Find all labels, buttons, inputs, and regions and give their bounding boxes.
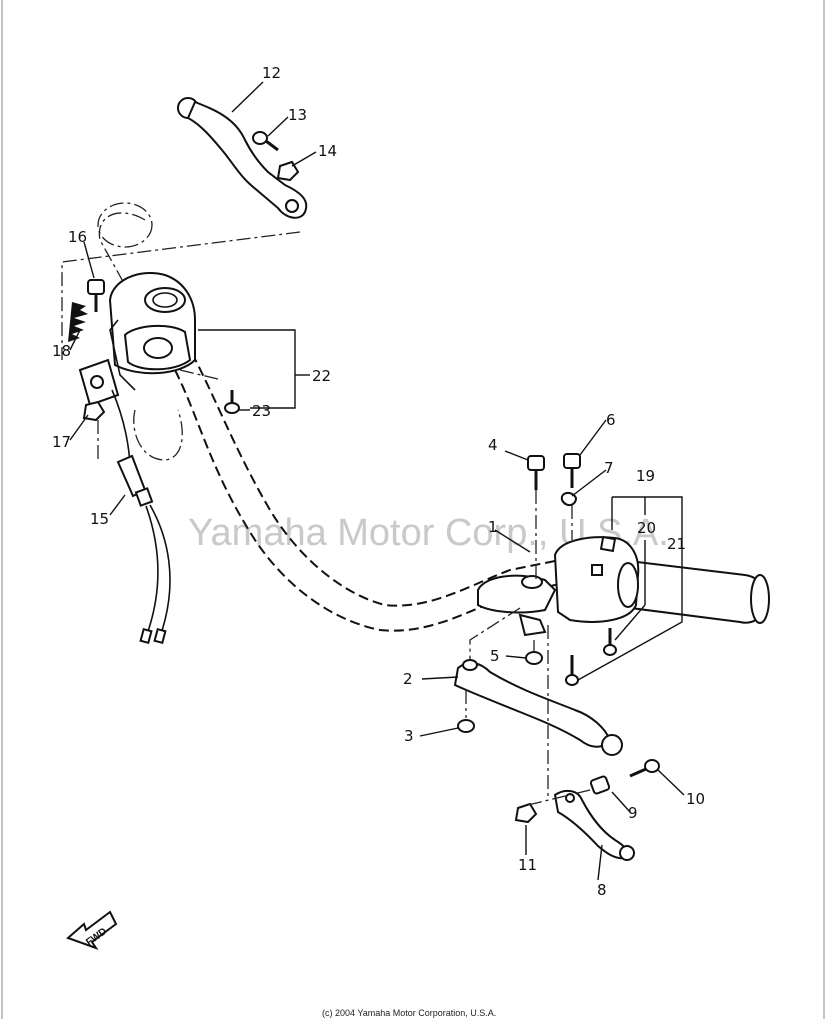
callout-6: 6 <box>606 411 616 429</box>
collar-9 <box>589 775 611 795</box>
left-switch-assembly <box>78 272 196 471</box>
callout-labels: 12 13 14 16 18 17 15 22 23 4 6 7 19 20 2… <box>52 64 705 899</box>
callout-16: 16 <box>68 228 87 246</box>
callout-5: 5 <box>490 647 500 665</box>
clutch-switch-15 <box>116 454 171 645</box>
callout-13: 13 <box>288 106 307 124</box>
washer-3 <box>457 719 475 733</box>
screw-23 <box>224 390 240 414</box>
callout-17: 17 <box>52 433 71 451</box>
callout-18: 18 <box>52 342 71 360</box>
callout-14: 14 <box>318 142 337 160</box>
callout-19: 19 <box>636 467 655 485</box>
lever-holder-1 <box>477 574 557 637</box>
lever-8 <box>553 789 635 861</box>
callout-8: 8 <box>597 881 607 899</box>
lever-2 <box>453 659 623 756</box>
callout-20: 20 <box>637 519 656 537</box>
right-switch-assembly <box>553 535 640 623</box>
callout-3: 3 <box>404 727 414 745</box>
callout-7: 7 <box>604 459 614 477</box>
callout-12: 12 <box>262 64 281 82</box>
lever-12 <box>177 97 308 219</box>
bracket-lines <box>198 329 683 681</box>
assembly-lines <box>61 231 591 806</box>
collar-5 <box>525 651 543 665</box>
right-grip <box>613 558 770 624</box>
callout-2: 2 <box>403 670 413 688</box>
leader-lines <box>69 81 685 881</box>
callout-4: 4 <box>488 436 498 454</box>
callout-11: 11 <box>518 856 537 874</box>
callout-22: 22 <box>312 367 331 385</box>
nut-17 <box>82 400 106 422</box>
nut-11 <box>514 802 538 824</box>
callout-1: 1 <box>488 518 498 536</box>
copyright-text: (c) 2004 Yamaha Motor Corporation, U.S.A… <box>322 1008 496 1018</box>
nut-14 <box>276 160 300 182</box>
bolt-6 <box>563 453 581 488</box>
callout-21: 21 <box>667 535 686 553</box>
callout-9: 9 <box>628 804 638 822</box>
switch-screws <box>565 628 617 686</box>
bolt-4 <box>527 455 545 490</box>
spring-18 <box>68 302 88 342</box>
handlebar <box>174 339 601 632</box>
left-grip <box>97 202 183 461</box>
bolt-13 <box>252 131 279 152</box>
fwd-arrow-icon: FWD <box>66 910 118 950</box>
callout-10: 10 <box>686 790 705 808</box>
bolt-16 <box>87 279 105 312</box>
callout-15: 15 <box>90 510 109 528</box>
bolt-10 <box>629 759 660 778</box>
callout-23: 23 <box>252 402 271 420</box>
